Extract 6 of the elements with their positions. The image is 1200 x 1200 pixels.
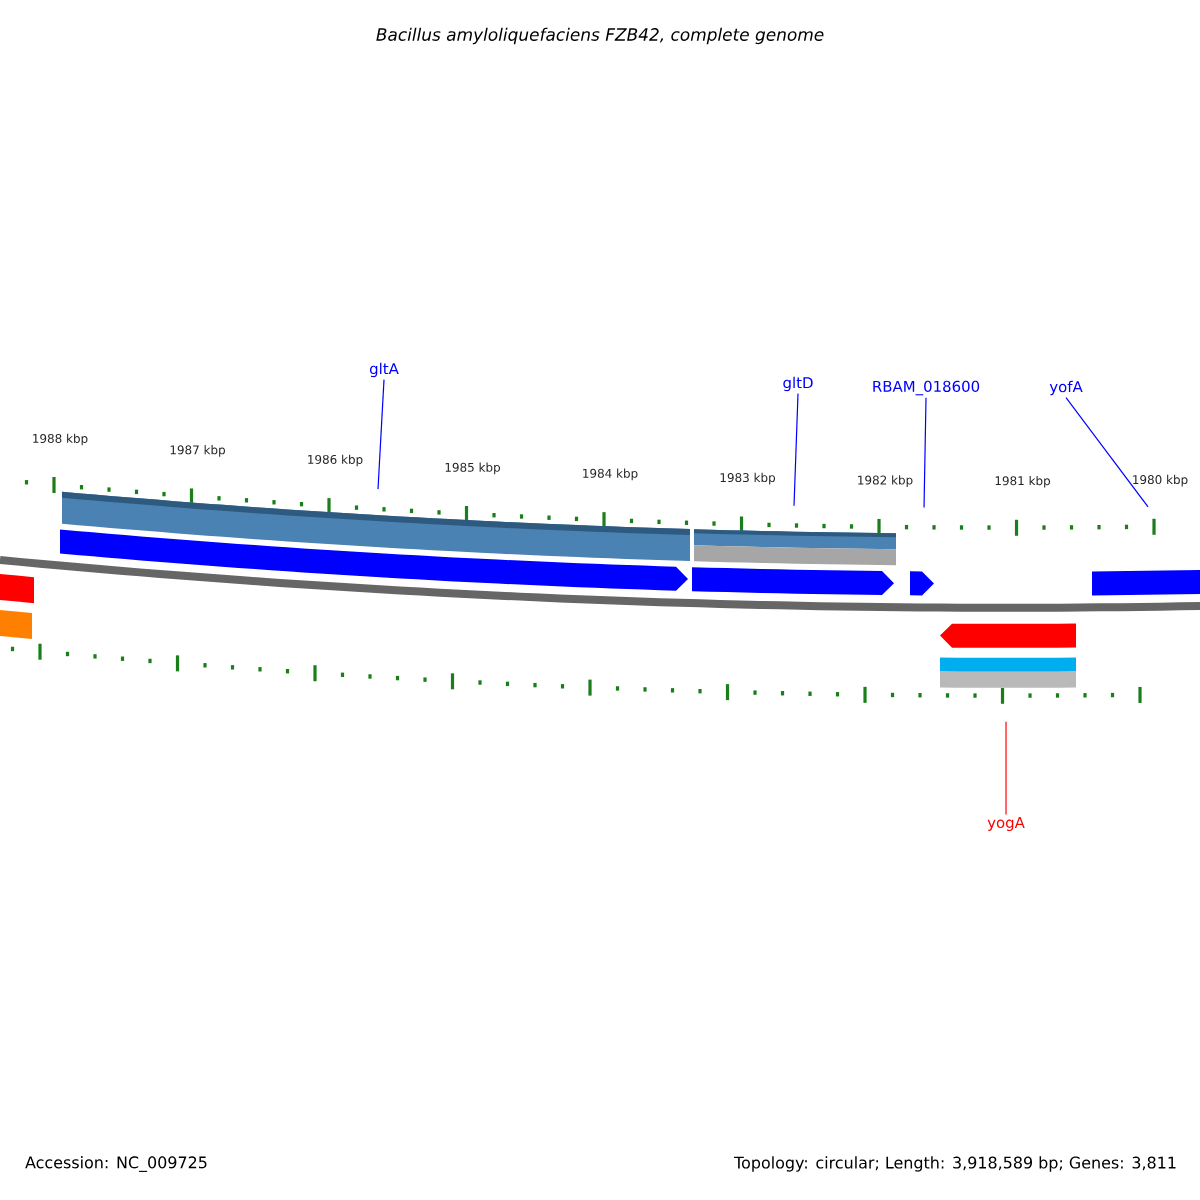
leader-line [1065,397,1149,508]
leader-line [1005,721,1007,816]
leader-line [377,379,385,490]
leader-line [923,397,927,509]
leader-line [793,393,799,507]
title: Bacillus amyloliquefaciens FZB42, complete genome [376,27,824,45]
